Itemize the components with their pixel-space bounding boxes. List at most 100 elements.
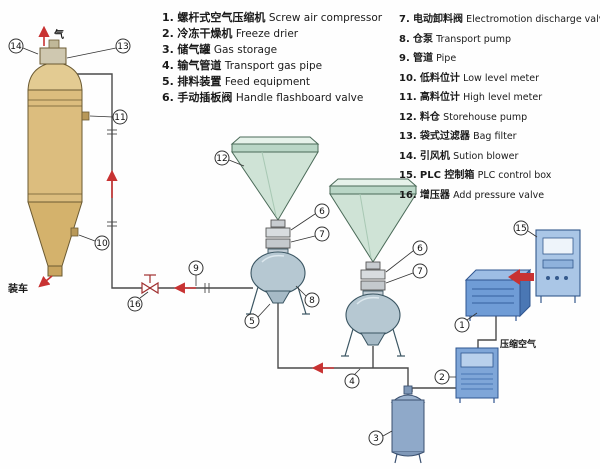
plc-control-box: [535, 229, 581, 303]
legend-item-3: 3. 储气罐 Gas storage: [162, 42, 382, 58]
legend-item-chinese: 电动卸料阀: [412, 14, 463, 25]
callout-16: 16: [127, 291, 149, 312]
legend-column-1: 1. 螺杆式空气压缩机 Screw air compressor 2. 冷冻干燥…: [162, 10, 382, 106]
svg-text:4: 4: [349, 377, 355, 387]
handle-flashboard-valve-1: [265, 227, 291, 238]
legend-item-11: 11. 高料位计 High level meter: [399, 88, 600, 108]
legend-item-number: 11.: [399, 92, 417, 103]
legend-item-number: 2.: [162, 27, 174, 40]
legend-item-number: 1.: [162, 11, 174, 24]
legend-item-number: 16.: [399, 189, 417, 201]
legend-item-14: 14. 引风机 Sution blower: [399, 147, 600, 167]
legend-item-number: 14.: [399, 150, 417, 162]
legend-item-english: Bag filter: [473, 131, 517, 142]
svg-text:1: 1: [459, 321, 465, 331]
legend-item-9: 9. 管道 Pipe: [399, 49, 600, 69]
legend-item-chinese: 储气罐: [177, 43, 211, 56]
callout-6-hopper2: 6: [385, 240, 428, 273]
callout-5: 5: [244, 303, 271, 329]
legend-item-number: 8.: [399, 33, 410, 45]
callout-10: 10: [78, 234, 110, 251]
svg-text:9: 9: [193, 264, 199, 274]
plc-screen: [542, 237, 574, 255]
svg-text:11: 11: [114, 113, 125, 123]
legend-item-chinese: PLC 控制箱: [419, 170, 475, 181]
truck-loading-chute: 装车: [7, 275, 53, 295]
legend-item-4: 4. 输气管道 Transport gas pipe: [162, 58, 382, 74]
legend-item-number: 6.: [162, 91, 174, 104]
legend-item-13: 13. 袋式过滤器 Bag filter: [399, 127, 600, 147]
legend-item-15: 15. PLC 控制箱 PLC control box: [399, 166, 600, 186]
legend-item-number: 15.: [399, 170, 417, 181]
bag-filter: [39, 39, 67, 65]
svg-text:8: 8: [309, 296, 315, 306]
legend-item-6: 6. 手动插板阀 Handle flashboard valve: [162, 90, 382, 106]
legend-item-chinese: 仓泵: [412, 33, 433, 45]
legend-item-english: Pipe: [436, 53, 457, 64]
svg-text:6: 6: [319, 207, 325, 217]
legend-item-english: Freeze drier: [235, 28, 299, 40]
legend-item-english: Low level meter: [463, 72, 540, 84]
svg-text:14: 14: [10, 42, 22, 52]
conveying-pipe: [70, 73, 253, 293]
legend-item-number: 10.: [399, 72, 417, 84]
legend-item-chinese: 输气管道: [177, 59, 222, 72]
legend-item-english: Transport gas pipe: [224, 60, 323, 72]
legend-item-chinese: 高料位计: [419, 92, 460, 103]
legend-item-chinese: 冷冻干燥机: [177, 27, 233, 40]
legend-item-english: Storehouse pump: [443, 111, 528, 123]
high-level-meter: [81, 111, 90, 121]
legend-item-1: 1. 螺杆式空气压缩机 Screw air compressor: [162, 10, 382, 26]
svg-text:16: 16: [129, 300, 141, 310]
legend-item-english: PLC control box: [477, 170, 552, 181]
gas-storage-tank: [390, 385, 426, 464]
load-arrow-icon: [38, 275, 53, 288]
legend-column-2: 7. 电动卸料阀 Electromotion discharge valve 8…: [399, 10, 600, 205]
svg-text:7: 7: [417, 267, 423, 277]
svg-text:15: 15: [515, 224, 526, 234]
add-pressure-valve: [141, 274, 159, 295]
legend-item-8: 8. 仓泵 Transport pump: [399, 30, 600, 50]
callout-11: 11: [89, 109, 128, 125]
callout-1: 1: [454, 312, 478, 333]
svg-text:6: 6: [417, 244, 423, 254]
transport-pump-2: [341, 290, 405, 357]
freeze-drier: [455, 347, 499, 403]
legend-item-7: 7. 电动卸料阀 Electromotion discharge valve: [399, 10, 600, 30]
legend-item-chinese: 螺杆式空气压缩机: [177, 11, 266, 24]
low-level-meter: [70, 227, 79, 237]
legend-item-chinese: 排料装置: [177, 75, 222, 88]
callout-7-hopper1: 7: [290, 226, 330, 243]
discharge-valve-2: [360, 280, 386, 291]
svg-text:13: 13: [117, 42, 128, 52]
legend-item-10: 10. 低料位计 Low level meter: [399, 69, 600, 89]
legend-item-english: Electromotion discharge valve: [466, 14, 600, 25]
callout-2: 2: [434, 369, 456, 385]
svg-text:5: 5: [249, 317, 255, 327]
legend-item-number: 12.: [399, 111, 417, 123]
storehouse-hopper-1: [230, 136, 320, 249]
legend-item-chinese: 管道: [412, 53, 433, 64]
callout-14: 14: [8, 38, 39, 55]
handle-flashboard-valve-2: [360, 269, 386, 280]
legend-item-number: 3.: [162, 43, 174, 56]
transport-pump-1: [246, 248, 310, 315]
legend-item-16: 16. 增压器 Add pressure valve: [399, 186, 600, 206]
legend-item-english: Handle flashboard valve: [235, 92, 364, 104]
gas-label: 气: [53, 28, 64, 41]
legend-item-chinese: 料仓: [419, 111, 440, 123]
legend-item-english: Sution blower: [453, 150, 519, 162]
legend-item-english: Transport pump: [436, 33, 512, 45]
legend-item-english: Screw air compressor: [268, 12, 383, 24]
legend-item-chinese: 袋式过滤器: [419, 131, 470, 142]
legend-item-number: 9.: [399, 53, 410, 64]
storage-silo: [27, 61, 90, 277]
legend-item-english: Gas storage: [213, 44, 278, 56]
discharge-valve-1: [265, 238, 291, 249]
callout-6-hopper1: 6: [290, 203, 330, 231]
callout-12: 12: [214, 150, 245, 167]
callout-8: 8: [295, 285, 320, 308]
plc-direction-arrow-icon: [508, 269, 534, 285]
callout-13: 13: [66, 38, 131, 59]
